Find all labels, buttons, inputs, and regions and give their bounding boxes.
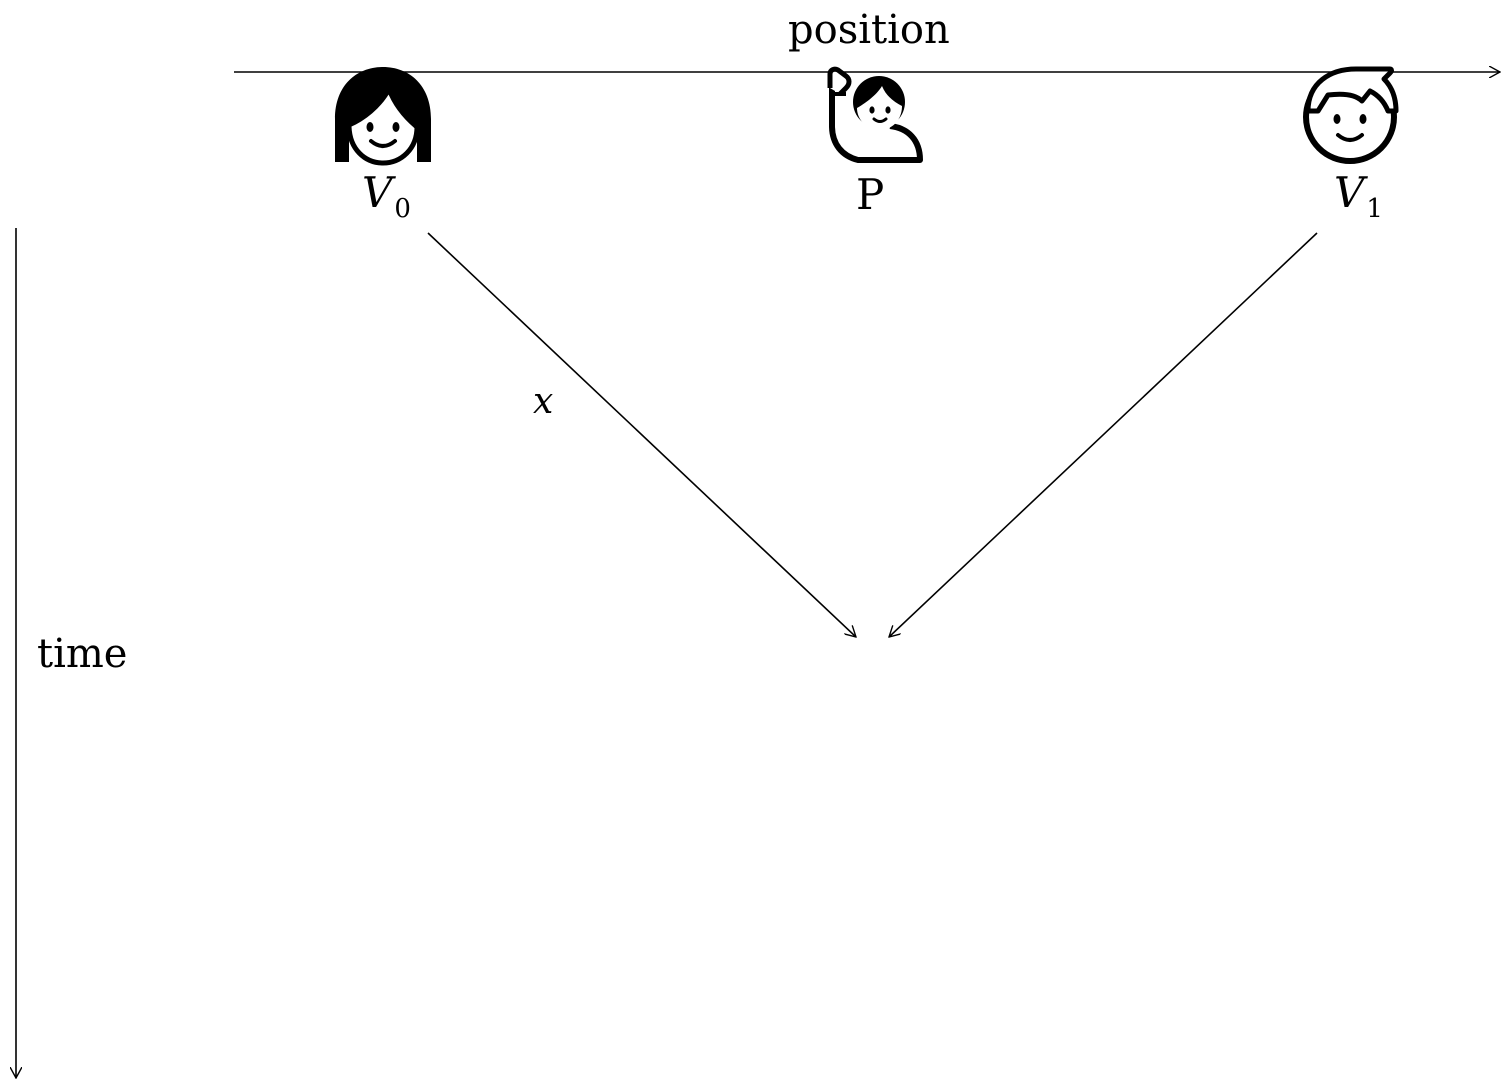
participant-label-p-main: P [856, 170, 885, 219]
man-face-icon [1303, 66, 1399, 164]
participant-label-p: P [856, 174, 884, 216]
participant-label-v1-main: V [1334, 168, 1365, 217]
person-raising-hand-icon [827, 66, 923, 163]
woman-face-icon [335, 67, 431, 166]
position-axis-label: position [788, 7, 950, 53]
edge-v0-arrow [427, 232, 856, 637]
edge-v1-arrow [889, 232, 1318, 637]
participant-label-v0-sub: 0 [394, 194, 411, 224]
participant-label-v0: V0 [362, 172, 411, 224]
time-axis-label: time [37, 631, 128, 677]
participant-label-v0-main: V [362, 168, 393, 217]
participant-label-v1-sub: 1 [1366, 194, 1383, 224]
participant-label-v1: V1 [1334, 172, 1383, 224]
edge-label-x: x [533, 381, 554, 422]
